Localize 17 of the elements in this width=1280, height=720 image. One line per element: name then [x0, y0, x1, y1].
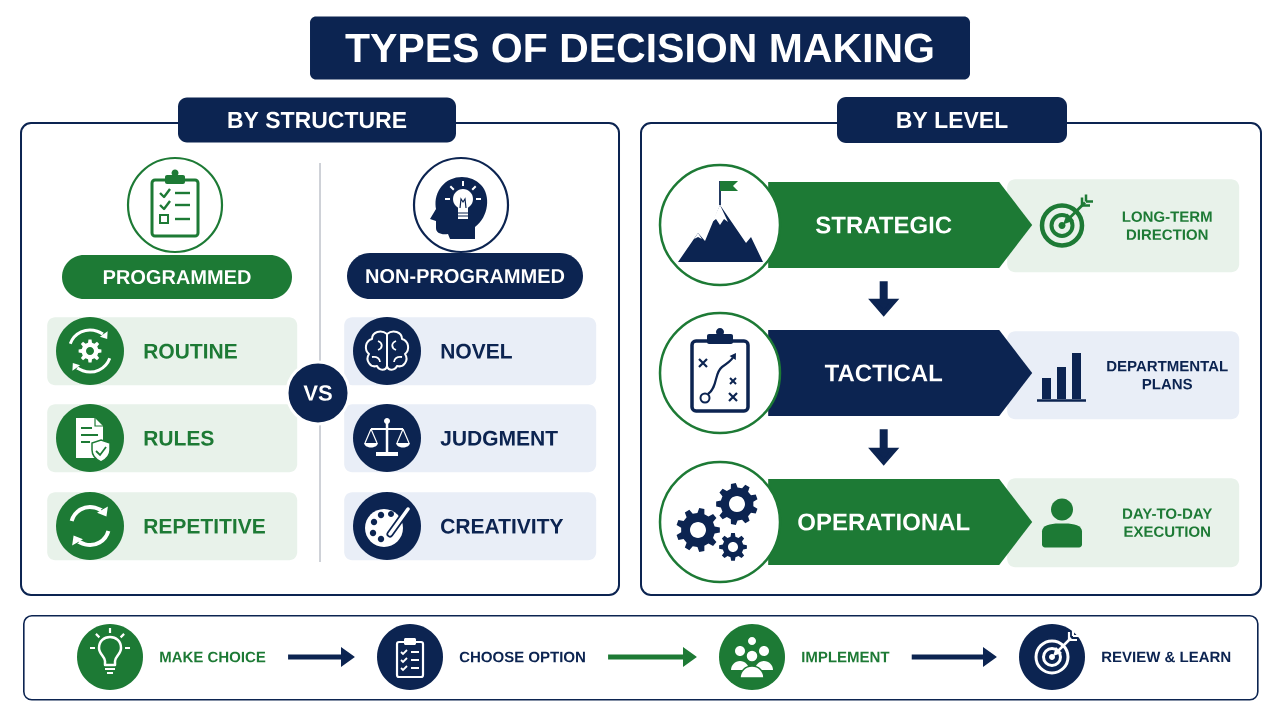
- info-box: DAY-TO-DAY EXECUTION: [1007, 478, 1240, 568]
- pill-label: NON-PROGRAMMED: [347, 253, 583, 299]
- step-label: REVIEW & LEARN: [1102, 651, 1231, 663]
- chevron-banner: OPERATIONAL: [768, 479, 1033, 565]
- section-tab: BY LEVEL: [837, 97, 1067, 143]
- step-label: MAKE CHOICE: [160, 651, 266, 663]
- panel-frame: [23, 615, 1259, 701]
- section-tab: BY STRUCTURE: [178, 97, 456, 143]
- info-box: DEPARTMENTAL PLANS: [1007, 331, 1240, 420]
- step-label: CHOOSE OPTION: [459, 651, 585, 663]
- pill-label: PROGRAMMED: [62, 255, 292, 299]
- chevron-banner: STRATEGIC: [768, 182, 1033, 268]
- info-box: LONG-TERM DIRECTION: [1007, 179, 1240, 273]
- step-label: IMPLEMENT: [802, 651, 890, 663]
- vs-badge: VS: [285, 360, 351, 426]
- title-banner: TYPES OF DECISION MAKING: [310, 16, 970, 80]
- chevron-banner: TACTICAL: [768, 330, 1033, 416]
